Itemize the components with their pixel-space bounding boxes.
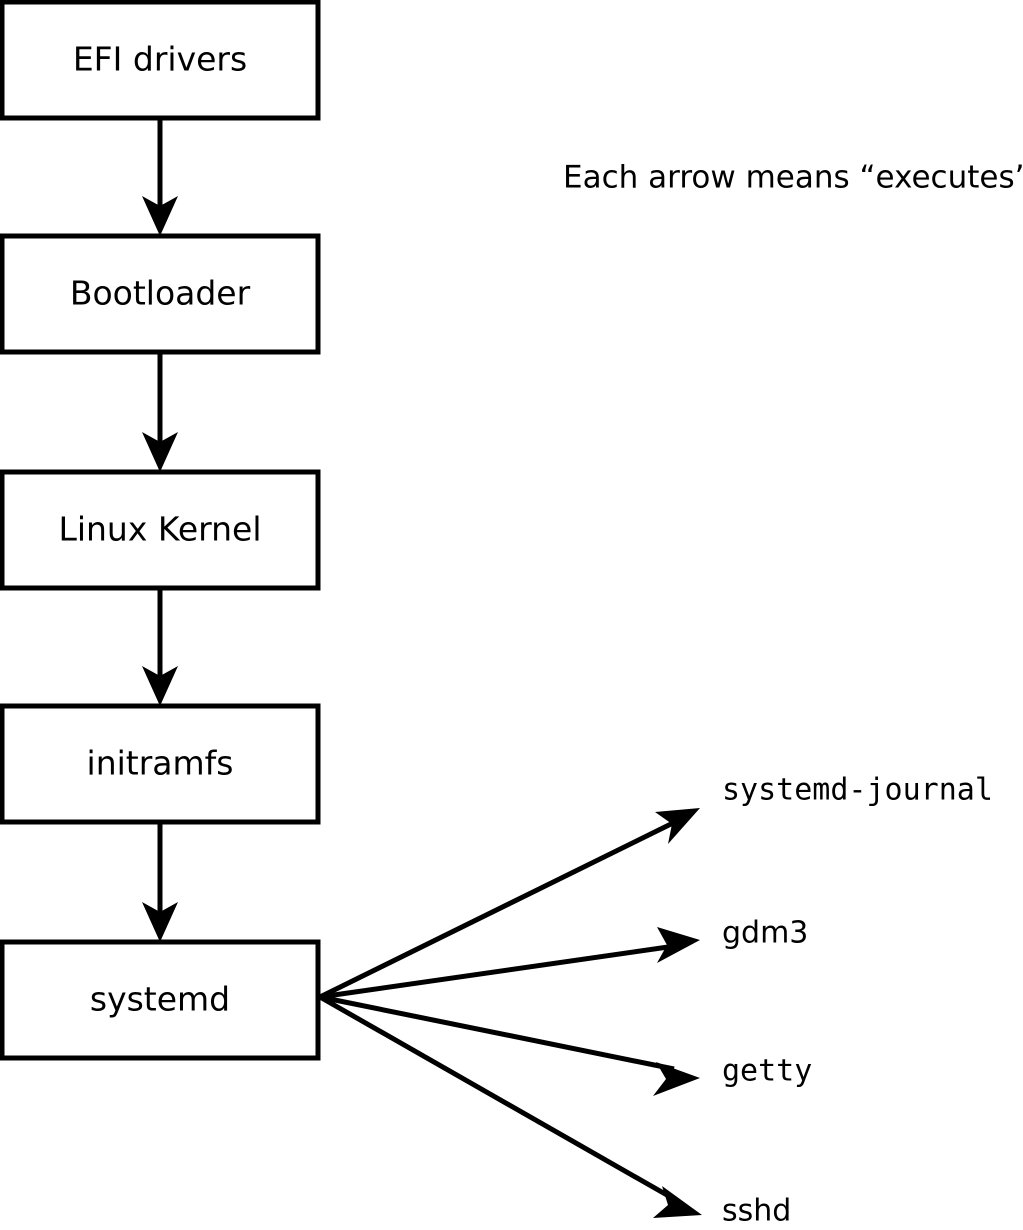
arrow-head-down [142,196,178,236]
node-box-bootloader[interactable] [0,233,321,355]
legend-note: Each arrow means “executes”. [563,160,1023,196]
arrow-efi-to-bootloader [142,118,178,236]
node-label-bootloader: Bootloader [70,274,251,313]
service-label-getty: getty [722,1054,812,1089]
node-group-bootloader[interactable]: Bootloader [0,233,321,355]
node-label-initramfs: initramfs [87,744,234,783]
service-label-gdm3: gdm3 [722,916,808,951]
arrow-head-down [142,432,178,472]
arrow-bootloader-to-kernel [142,352,178,472]
node-box-efi-drivers[interactable] [0,0,321,121]
arrow-systemd-to-gdm3 [319,927,700,1000]
node-label-efi-drivers: EFI drivers [73,40,247,79]
arrow-systemd-to-getty [319,994,700,1096]
arrow-shaft [318,820,675,1000]
node-box-initramfs[interactable] [0,703,321,825]
node-group-efi-drivers[interactable]: EFI drivers [0,0,321,121]
arrow-initramfs-to-systemd [142,822,178,942]
arrow-head-down [142,666,178,706]
node-label-systemd: systemd [90,980,230,1019]
arrow-systemd-to-sshd [318,994,702,1218]
arrow-head-diagonal [653,1062,700,1096]
arrow-shaft [318,994,676,1202]
arrow-head-diagonal [653,1186,702,1218]
node-group-systemd[interactable]: systemd [0,939,321,1061]
arrow-shaft [319,994,675,1072]
arrow-head-down [142,902,178,942]
arrow-systemd-to-systemd-journal [318,808,700,1000]
arrow-head-diagonal [655,808,700,844]
service-label-sshd: sshd [722,1194,791,1229]
arrow-head-diagonal [657,927,700,963]
arrow-kernel-to-initramfs [142,588,178,706]
arrow-shaft [319,943,676,1000]
node-box-systemd[interactable] [0,939,321,1061]
node-group-linux-kernel[interactable]: Linux Kernel [0,469,321,591]
node-group-initramfs[interactable]: initramfs [0,703,321,825]
service-label-systemd-journal: systemd-journal [722,773,993,808]
node-label-linux-kernel: Linux Kernel [58,510,261,549]
